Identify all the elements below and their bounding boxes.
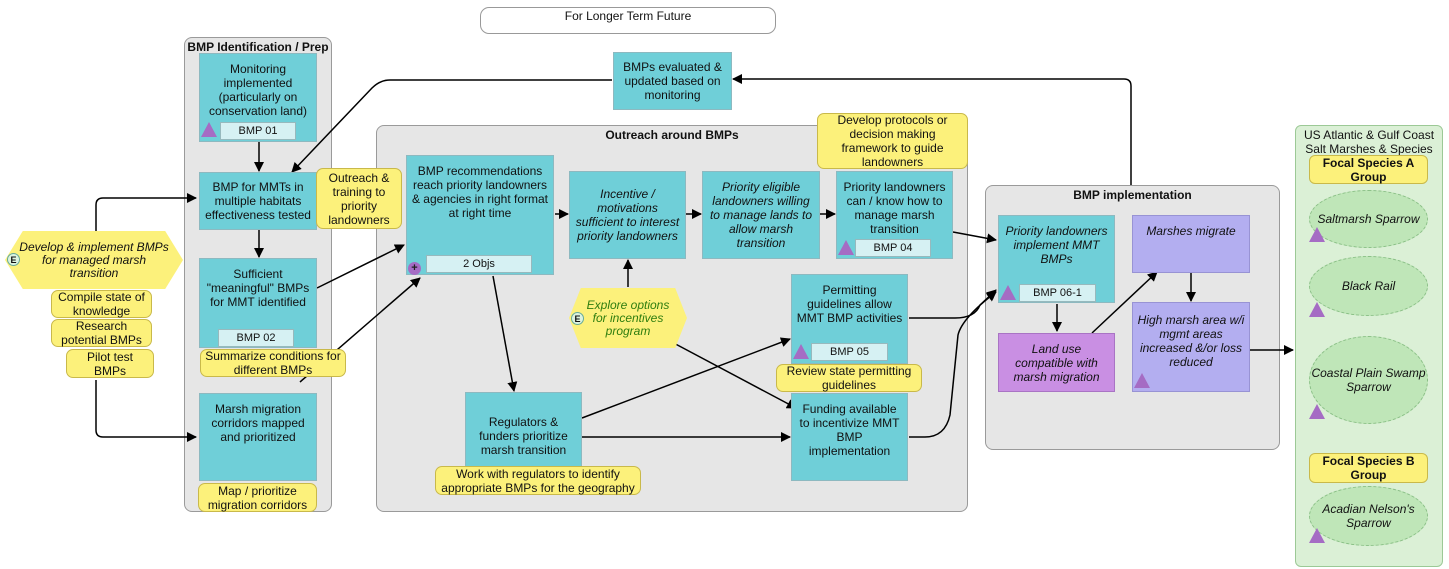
arrow-funding-to-implement xyxy=(909,291,997,438)
note-pilot[interactable]: Pilot test BMPs xyxy=(66,349,154,378)
arrow-explore-to-funding xyxy=(667,339,797,409)
target-triangle-icon xyxy=(1309,528,1325,543)
arrow-implementation-to-evaluated xyxy=(732,74,1132,185)
id-tag-bmp02: BMP 02 xyxy=(218,329,294,347)
bmp-tested-box[interactable]: BMP for MMTs in multiple habitats effect… xyxy=(199,172,317,230)
eligible-box[interactable]: Priority eligible landowners willing to … xyxy=(702,171,820,259)
corridors-text: Marsh migration corridors mapped and pri… xyxy=(211,402,305,444)
arrow-strategy-to-tested xyxy=(95,193,197,245)
regulators-box[interactable]: Regulators & funders prioritize marsh tr… xyxy=(465,392,582,480)
evaluated-box[interactable]: BMPs evaluated & updated based on monito… xyxy=(613,52,732,110)
corridors-box[interactable]: Marsh migration corridors mapped and pri… xyxy=(199,393,317,481)
result-triangle-icon xyxy=(838,240,854,255)
arrow-recommendations-to-regulators xyxy=(492,275,518,392)
note-map-prioritize[interactable]: Map / prioritize migration corridors xyxy=(198,483,317,512)
result-triangle-icon xyxy=(201,122,217,137)
note-compile[interactable]: Compile state of knowledge xyxy=(51,290,152,318)
id-tag-objs: 2 Objs xyxy=(426,255,532,273)
arrow-landuse-to-migrate xyxy=(1091,271,1158,334)
focal-species-b-header: Focal Species B Group xyxy=(1309,453,1428,483)
future-label-box: For Longer Term Future xyxy=(480,7,776,34)
strategy-explore-options[interactable]: Explore options for incentives program xyxy=(569,288,687,348)
land-use-box[interactable]: Land use compatible with marsh migration xyxy=(998,333,1115,392)
bmp-tested-text: BMP for MMTs in multiple habitats effect… xyxy=(205,180,311,222)
note-review-permitting[interactable]: Review state permitting guidelines xyxy=(776,364,922,392)
funding-box[interactable]: Funding available to incentivize MMT BMP… xyxy=(791,393,908,481)
arrow-strategy-to-corridors xyxy=(95,380,197,442)
arrow-regulators-to-permitting xyxy=(581,337,791,419)
outcome-triangle-icon xyxy=(1134,373,1150,388)
id-tag-bmp01: BMP 01 xyxy=(220,122,296,140)
group-title: BMP implementation xyxy=(1073,188,1192,202)
strategy-badge: E xyxy=(571,312,584,325)
result-triangle-icon xyxy=(793,344,809,359)
result-triangle-icon xyxy=(1000,285,1016,300)
strategy-develop-implement[interactable]: Develop & implement BMPs for managed mar… xyxy=(5,231,183,289)
note-summarize[interactable]: Summarize conditions for different BMPs xyxy=(200,349,346,377)
arrow-evaluated-to-tested xyxy=(291,79,612,173)
sufficient-text: Sufficient "meaningful" BMPs for MMT ide… xyxy=(206,267,310,309)
note-work-regulators[interactable]: Work with regulators to identify appropr… xyxy=(435,466,641,495)
target-saltmarsh-sparrow[interactable]: Saltmarsh Sparrow xyxy=(1309,190,1428,248)
target-black-rail[interactable]: Black Rail xyxy=(1309,256,1428,316)
target-triangle-icon xyxy=(1309,227,1325,242)
group-title: Outreach around BMPs xyxy=(605,128,739,142)
incentive-box[interactable]: Incentive / motivations sufficient to in… xyxy=(569,171,686,259)
note-research[interactable]: Research potential BMPs xyxy=(51,319,152,347)
marshes-migrate-box[interactable]: Marshes migrate xyxy=(1132,215,1250,273)
arrow-knowhow-to-implement xyxy=(952,231,997,244)
note-develop-protocols[interactable]: Develop protocols or decision making fra… xyxy=(817,113,968,169)
id-tag-bmp061: BMP 06-1 xyxy=(1019,284,1096,302)
note-outreach-training[interactable]: Outreach & training to priority landowne… xyxy=(316,168,402,229)
strategy-badge: E xyxy=(7,253,20,266)
id-tag-bmp04: BMP 04 xyxy=(855,239,931,257)
target-coastal-plain-swamp-sparrow[interactable]: Coastal Plain Swamp Sparrow xyxy=(1309,336,1428,424)
target-triangle-icon xyxy=(1309,404,1325,419)
arrow-permitting-to-implement xyxy=(909,289,997,319)
high-marsh-box[interactable]: High marsh area w/i mgmt areas increased… xyxy=(1132,302,1250,392)
group-title: US Atlantic & Gulf Coast Salt Marshes & … xyxy=(1303,128,1435,156)
focal-species-a-header: Focal Species A Group xyxy=(1309,155,1428,184)
target-acadian-nelsons-sparrow[interactable]: Acadian Nelson's Sparrow xyxy=(1309,486,1428,546)
target-triangle-icon xyxy=(1309,302,1325,317)
arrow-sufficient-to-recommendations xyxy=(316,244,405,289)
group-title: BMP Identification / Prep xyxy=(187,40,329,54)
monitoring-text: Monitoring implemented (particularly on … xyxy=(208,62,308,118)
expand-icon[interactable]: + xyxy=(408,262,421,275)
id-tag-bmp05: BMP 05 xyxy=(811,343,888,361)
future-label: For Longer Term Future xyxy=(564,9,692,23)
